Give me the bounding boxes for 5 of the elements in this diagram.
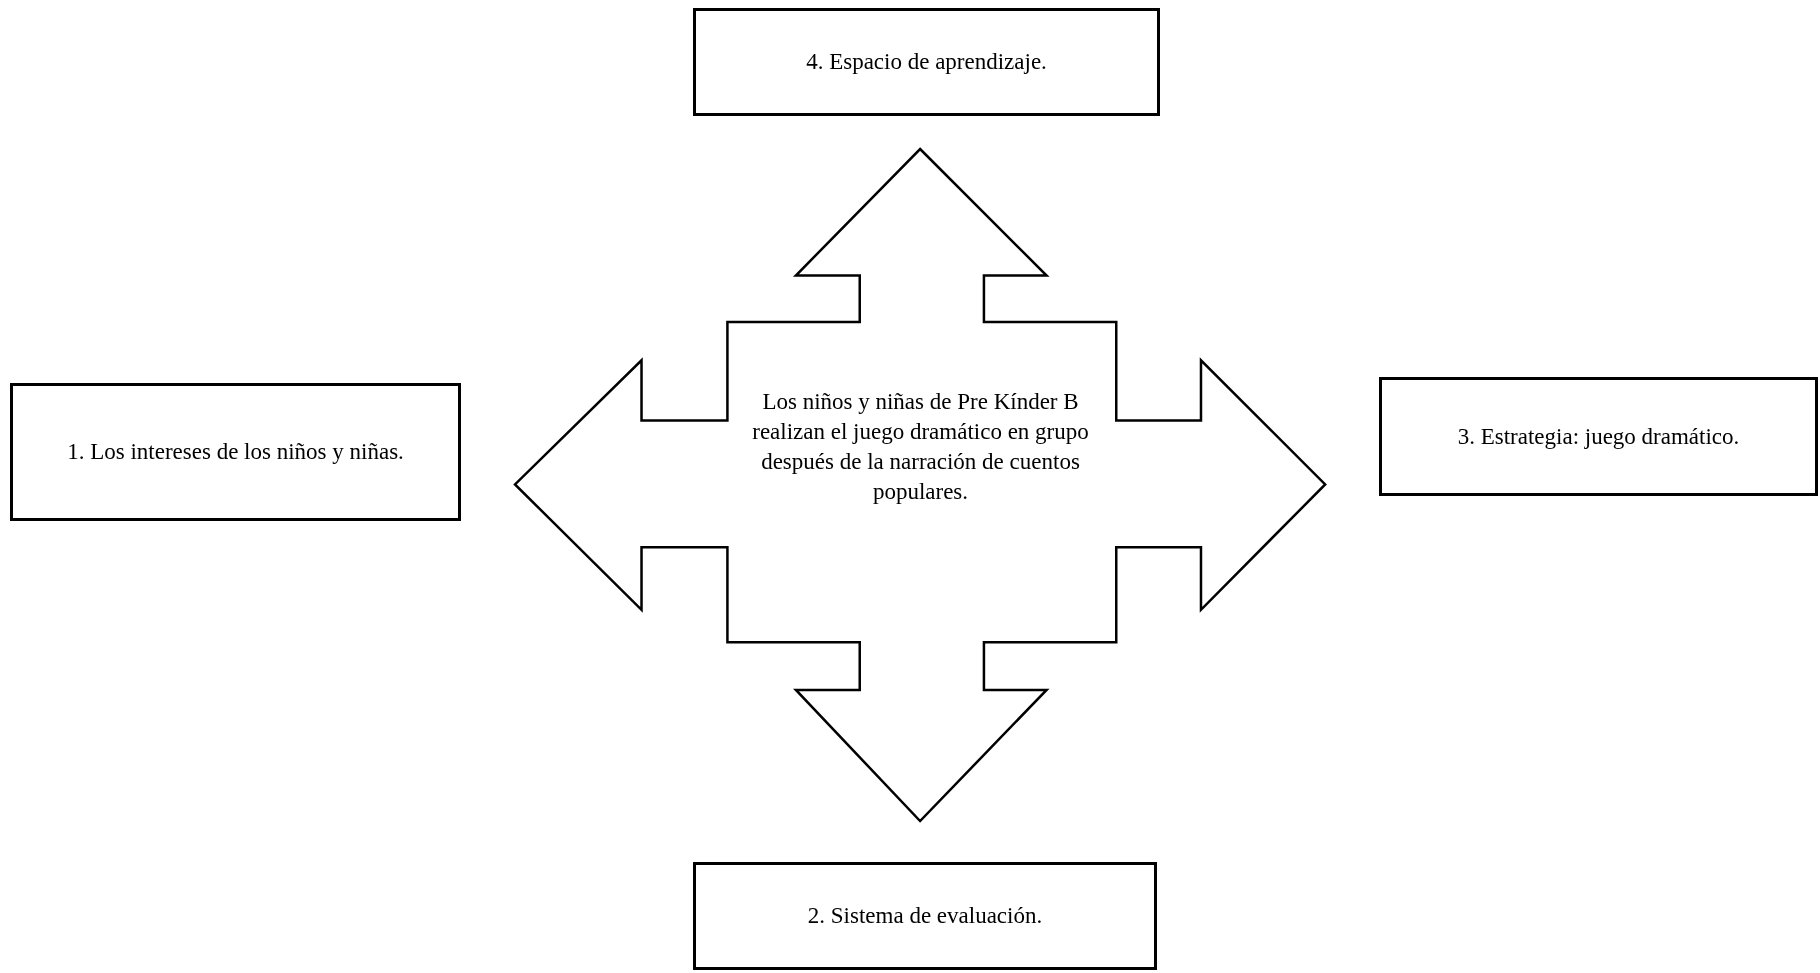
text-box: 1. Los intereses de los niños y niñas. — [10, 383, 461, 521]
text-box: 3. Estrategia: juego dramático. — [1379, 377, 1818, 496]
text-box: 4. Espacio de aprendizaje. — [693, 8, 1160, 116]
text-box: 2. Sistema de evaluación. — [693, 862, 1157, 970]
center-text: Los niños y niñas de Pre Kínder B realizan el juego dramático en grupo después de la narración de cuentos populares. — [751, 388, 1090, 506]
